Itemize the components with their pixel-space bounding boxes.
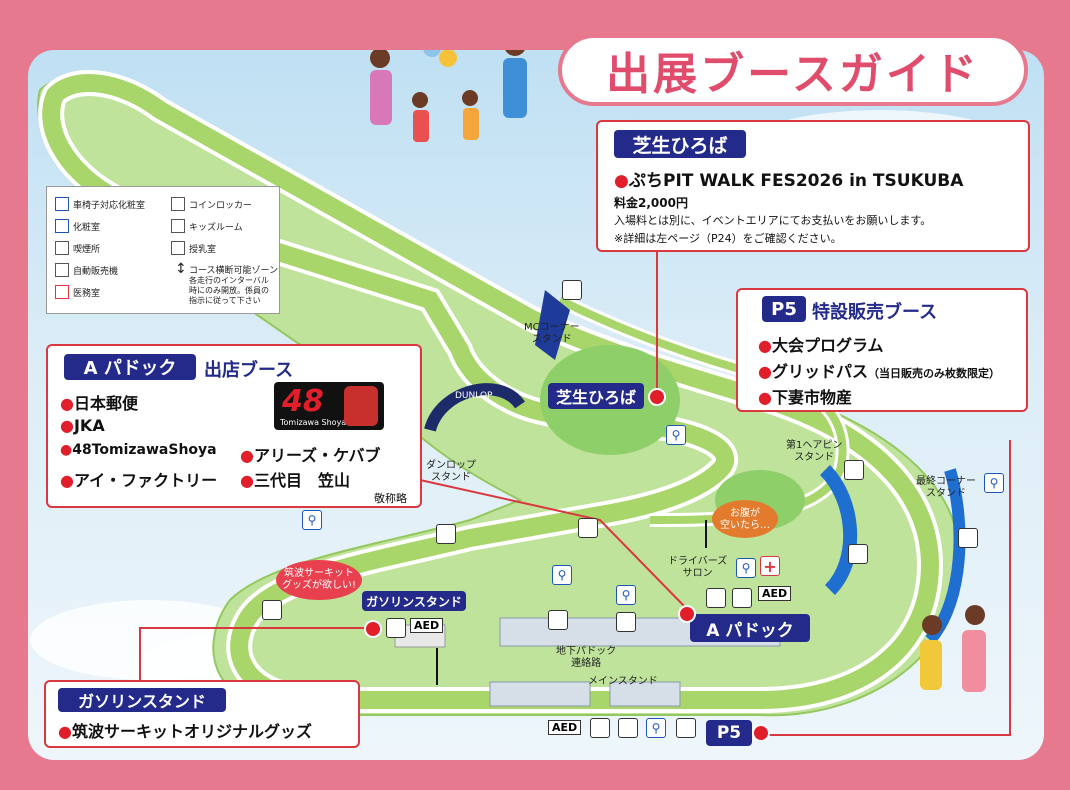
accessible-toilet-icon — [55, 197, 69, 211]
legend-label: 化粧室 — [73, 223, 101, 233]
first-aid-icon — [55, 285, 69, 299]
p5-item: ●下妻市物産 — [758, 388, 852, 407]
shiba-note: ※詳細は左ページ（P24）をご確認ください。 — [614, 232, 842, 245]
shiba-note: 入場料とは別に、イベントエリアにてお支払いをお願いします。 — [614, 214, 932, 227]
aed-tag: AED — [410, 618, 444, 633]
dunlop-stand-label: ダンロップスタンド — [426, 460, 476, 483]
paddock-title: 出店ブース — [204, 360, 294, 381]
drivers-salon-label: ドライバーズサロン — [668, 556, 728, 579]
shiba-box-title: 芝生ひろば — [614, 130, 746, 158]
legend-label: コインロッカー — [189, 201, 253, 211]
toilet-icon: ⚲ — [552, 565, 572, 585]
logo-text: 48 — [282, 384, 324, 419]
vending-machine-icon — [732, 588, 752, 608]
gas-marker[interactable]: ガソリンスタンド — [362, 591, 466, 611]
crossing-note: 指示に従って下さい — [189, 296, 261, 305]
underpass-label: 地下パドック連絡路 — [556, 646, 617, 669]
smoking-icon — [55, 241, 69, 255]
coin-locker-icon — [618, 718, 638, 738]
vending-machine-icon — [590, 718, 610, 738]
smoking-icon — [958, 528, 978, 548]
toilet-icon — [55, 219, 69, 233]
crossing-title: コース横断可能ゾーン — [189, 266, 279, 276]
paddock-badge: A パドック — [64, 354, 196, 380]
crossing-note: 各走行のインターバル — [189, 276, 269, 285]
gas-box-title: ガソリンスタンド — [58, 688, 226, 712]
shiba-marker[interactable]: 芝生ひろば — [548, 383, 644, 409]
shiba-fee: 料金2,000円 — [614, 196, 688, 210]
paddock-pin-icon — [678, 605, 696, 623]
p5-title: 特設販売ブース — [812, 302, 938, 323]
coin-locker-icon — [171, 197, 185, 211]
smoking-icon — [562, 280, 582, 300]
legend-label: 喫煙所 — [73, 245, 101, 255]
paddock-info-box: A パドック 出店ブース ●日本郵便 ●JKA ●48TomizawaShoya… — [46, 344, 422, 508]
toilet-icon: ⚲ — [666, 425, 686, 445]
accessible-toilet-icon: ⚲ — [646, 718, 666, 738]
toilet-icon: ⚲ — [984, 473, 1004, 493]
honorific-note: 敬称略 — [374, 492, 407, 505]
crossing-note: 時にのみ開放。係員の — [189, 286, 269, 295]
vending-machine-icon — [386, 618, 406, 638]
coin-locker-icon — [706, 588, 726, 608]
aed-tag: AED — [758, 586, 792, 601]
toilet-icon: ⚲ — [736, 558, 756, 578]
tomizawa-logo: 48 Tomizawa Shoya — [274, 382, 384, 430]
smoking-icon — [262, 600, 282, 620]
paddock-item: ●48TomizawaShoya — [60, 442, 217, 458]
vending-machine-icon — [436, 524, 456, 544]
shiba-info-box: 芝生ひろば ●ぷちPIT WALK FES2026 in TSUKUBA 料金2… — [596, 120, 1030, 252]
vending-machine-icon — [55, 263, 69, 277]
main-stand-label: メインスタンド — [588, 676, 658, 687]
p5-badge: P5 — [762, 296, 806, 322]
aed-tag: AED — [548, 720, 582, 735]
legend-label: キッズルーム — [189, 223, 243, 233]
toilet-icon: ⚲ — [616, 585, 636, 605]
gas-pin-icon — [364, 620, 382, 638]
kids-room-icon — [171, 219, 185, 233]
last-corner-label: 最終コーナースタンド — [916, 476, 976, 499]
page-title: 出展ブースガイド — [558, 34, 1028, 106]
paddock-item: ●三代目 笠山 — [240, 471, 350, 490]
toilet-icon: ⚲ — [302, 510, 322, 530]
p5-marker[interactable]: P5 — [706, 720, 752, 746]
paddock-item: ●日本郵便 — [60, 394, 138, 413]
legend-label: 医務室 — [73, 289, 101, 299]
map-legend: 車椅子対応化粧室 化粧室 喫煙所 自動販売機 医務室 コインロッカー キッズルー… — [46, 186, 280, 314]
smoking-icon — [848, 544, 868, 564]
mc-corner-label: MCコーナースタンド — [524, 322, 580, 345]
legend-label: 車椅子対応化粧室 — [73, 201, 146, 211]
updown-arrow-icon: ↕ — [175, 261, 187, 277]
goods-bubble: 筑波サーキットグッズが欲しい! — [276, 560, 362, 600]
legend-label: 授乳室 — [189, 245, 217, 255]
p5-info-box: P5 特設販売ブース ●大会プログラム ●グリッドパス（当日販売のみ枚数限定） … — [736, 288, 1028, 412]
gas-item: ●筑波サーキットオリジナルグッズ — [58, 722, 312, 741]
legend-label: 自動販売機 — [73, 267, 119, 277]
smoking-icon — [676, 718, 696, 738]
shiba-event: ●ぷちPIT WALK FES2026 in TSUKUBA — [614, 171, 964, 191]
gas-info-box: ガソリンスタンド ●筑波サーキットオリジナルグッズ — [44, 680, 360, 748]
paddock-item: ●アイ・ファクトリー — [60, 471, 218, 490]
nursing-room-icon — [171, 241, 185, 255]
p5-item: ●グリッドパス（当日販売のみ枚数限定） — [758, 362, 1000, 381]
dunlop-bridge-text: DUNLOP — [455, 391, 493, 401]
a-paddock-marker[interactable]: A パドック — [690, 614, 810, 642]
hungry-bubble: お腹が空いたら… — [712, 500, 778, 538]
paddock-item: ●アリーズ・ケバブ — [240, 446, 381, 465]
first-aid-icon: + — [760, 556, 780, 576]
smoking-icon — [578, 518, 598, 538]
vending-machine-icon — [548, 610, 568, 630]
mascot-icon — [344, 386, 378, 426]
hairpin-stand-label: 第1ヘアピンスタンド — [786, 440, 843, 463]
p5-item: ●大会プログラム — [758, 336, 884, 355]
logo-subtext: Tomizawa Shoya — [280, 418, 347, 427]
shiba-pin-icon — [648, 388, 666, 406]
paddock-item: ●JKA — [60, 416, 105, 435]
vending-machine-icon — [844, 460, 864, 480]
p5-pin-icon — [752, 724, 770, 742]
nursing-room-icon — [616, 612, 636, 632]
